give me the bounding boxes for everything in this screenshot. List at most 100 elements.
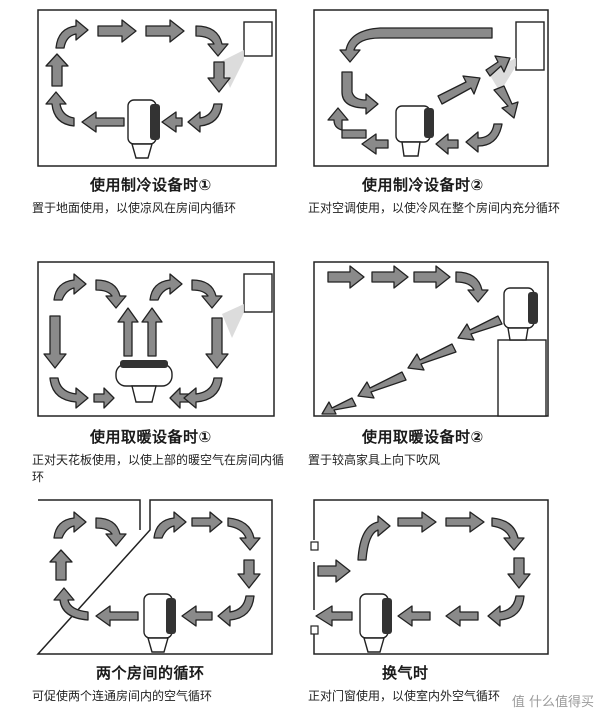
arrow [315, 605, 353, 627]
room-outline [37, 261, 275, 417]
arrow [191, 279, 223, 309]
window-hinge [310, 625, 319, 635]
arrow [339, 27, 493, 63]
watermark: 值 什么值得买 [511, 695, 594, 710]
arrow [507, 557, 531, 589]
arrow [361, 133, 389, 155]
arrow [217, 595, 255, 627]
panel-description: 置于较高家具上向下吹风 [308, 453, 441, 467]
arrow [53, 273, 87, 301]
arrow [161, 111, 183, 133]
room-outline [37, 9, 277, 167]
cool-air-plume [220, 50, 244, 88]
tall-furniture [497, 339, 547, 417]
fan [395, 105, 434, 157]
arrow [205, 317, 229, 369]
arrow [53, 511, 87, 539]
diagram-cooling-1 [37, 9, 277, 167]
arrow [437, 75, 481, 105]
arrow [187, 103, 223, 133]
panel-title: 使用取暖设备时① [90, 428, 212, 446]
air-conditioner [243, 21, 273, 57]
arrow [195, 25, 229, 57]
panel-title: 使用取暖设备时② [362, 428, 484, 446]
arrow [45, 53, 69, 87]
panel-title: 换气时 [382, 664, 429, 682]
arrow [457, 315, 503, 341]
panel-description: 可促使两个连通房间内的空气循环 [32, 689, 213, 703]
arrow [327, 107, 367, 139]
arrow [487, 595, 525, 627]
diagram-heating-2 [313, 261, 549, 417]
panel-title: 使用制冷设备时② [362, 176, 484, 194]
arrow [183, 377, 223, 409]
warm-air-plume [222, 304, 244, 338]
arrow [327, 265, 365, 289]
arrow [95, 605, 139, 627]
panel-description: 正对空调使用，以使冷风在整个房间内充分循环 [308, 201, 561, 215]
arrow [397, 511, 437, 533]
arrow [149, 273, 183, 301]
cool-air-plume [488, 58, 516, 92]
fan [115, 360, 173, 403]
arrow [357, 515, 391, 561]
arrow [445, 605, 479, 627]
air-conditioner [515, 21, 545, 71]
fan [127, 99, 160, 159]
room-outline-with-openings [313, 499, 549, 655]
arrow [145, 19, 185, 43]
panel-cooling-1: 使用制冷设备时① 置于地面使用，以使凉风在房间内循环 [0, 0, 600, 240]
panel-description: 置于地面使用，以使凉风在房间内循环 [32, 201, 237, 215]
fan [359, 593, 392, 653]
panel-title: 使用制冷设备时① [90, 176, 212, 194]
panel-heating-1: 使用取暖设备时① 正对天花板使用，以使上部的暖空气在房间内循环 [32, 261, 285, 484]
arrow [357, 371, 407, 399]
arrow [93, 387, 115, 409]
arrow [43, 315, 67, 369]
arrow [407, 343, 457, 371]
arrow [445, 511, 485, 533]
arrow [141, 307, 163, 357]
arrow [493, 85, 519, 119]
arrow [435, 133, 459, 155]
arrow [455, 271, 489, 303]
panel-heating-2: 使用取暖设备时② 置于较高家具上向下吹风 [308, 261, 549, 467]
arrow [371, 265, 409, 289]
door-hinge [310, 541, 319, 551]
arrow [465, 123, 503, 153]
arrow [207, 61, 231, 93]
panel-description: 正对天花板使用，以使上部的暖空气在房间内循环 [32, 453, 285, 484]
two-room-outline [36, 499, 273, 655]
arrow [491, 517, 525, 551]
panel-cooling-2: 使用制冷设备时② 正对空调使用，以使冷风在整个房间内充分循环 [0, 0, 600, 240]
arrow [317, 559, 351, 583]
room-outline [313, 9, 549, 167]
panel-description: 正对门窗使用，以使室内外空气循环 [308, 689, 501, 703]
heater [243, 273, 273, 313]
fan [503, 287, 538, 341]
arrow [117, 307, 139, 357]
arrow [413, 265, 451, 289]
arrow [153, 511, 187, 539]
panel-title: 两个房间的循环 [96, 664, 205, 682]
arrow [81, 111, 125, 133]
arrow [237, 559, 261, 589]
arrow [55, 19, 89, 49]
diagram-cooling-2 [313, 9, 549, 167]
arrow [341, 71, 379, 115]
arrow [95, 517, 127, 547]
arrow [181, 605, 213, 627]
arrow [191, 511, 223, 533]
diagram-two-rooms [36, 499, 273, 655]
diagram-heating-1 [37, 261, 275, 417]
arrow [95, 279, 127, 309]
arrow [53, 587, 89, 621]
arrow [227, 517, 261, 551]
arrow [397, 605, 431, 627]
room-outline [313, 261, 549, 417]
arrow [49, 377, 89, 409]
arrow [49, 549, 73, 581]
